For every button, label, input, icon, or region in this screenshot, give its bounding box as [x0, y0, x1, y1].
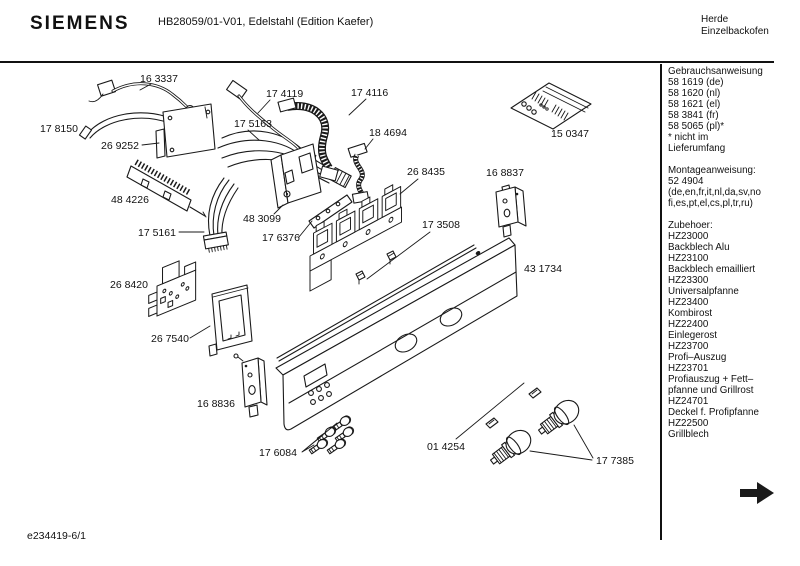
part-173508-clips-drawing: [355, 231, 431, 285]
part-177385-knobs-drawing: [489, 399, 594, 465]
part-168837-bracket-drawing: [495, 184, 527, 238]
part-174116-ribbon-cable-drawing: [277, 97, 367, 182]
part-label-268435: 26 8435: [407, 166, 445, 178]
part-label-269252: 26 9252: [101, 140, 139, 152]
part-label-268420: 26 8420: [110, 279, 148, 291]
part-label-177385: 17 7385: [596, 455, 634, 467]
document-number: e234419-6/1: [27, 530, 86, 542]
header-divider: [0, 61, 774, 63]
part-176084-button-caps-drawing: [301, 415, 355, 455]
part-150347-parts-bag-drawing: [510, 82, 592, 130]
exploded-parts-diagram: 16 3337 17 4119 17 4116 17 8150 17 5163 …: [40, 73, 634, 467]
part-label-267540: 26 7540: [151, 333, 189, 345]
part-483099-module-drawing: [270, 143, 322, 215]
part-label-176376: 17 6376: [262, 232, 300, 244]
part-431734-control-panel-drawing: [275, 237, 518, 431]
sidebar-divider: [660, 64, 662, 540]
part-label-175163: 17 5163: [234, 118, 272, 130]
part-014254-clips-drawing: [455, 382, 542, 440]
part-label-150347: 15 0347: [551, 128, 589, 140]
part-label-184694: 18 4694: [369, 127, 407, 139]
part-label-175161: 17 5161: [138, 227, 176, 239]
part-label-014254: 01 4254: [427, 441, 465, 453]
mounting-list: Montageanweisung: 52 4904 (de,en,fr,it,n…: [668, 165, 761, 209]
part-163337-cable-drawing: [88, 79, 195, 115]
siemens-logo: SIEMENS: [30, 13, 130, 34]
part-268435-switch-assembly-drawing: [309, 178, 419, 292]
part-label-178150: 17 8150: [40, 123, 78, 135]
part-label-173508: 17 3508: [422, 219, 460, 231]
part-label-163337: 16 3337: [140, 73, 178, 85]
part-label-176084: 17 6084: [259, 447, 297, 459]
part-175161-connector-drawing: [178, 177, 239, 253]
part-label-174119: 17 4119: [266, 88, 303, 100]
part-label-174116: 17 4116: [351, 87, 388, 99]
part-484226-terminal-strip-drawing: [126, 159, 207, 218]
part-168836-bracket-drawing: [233, 353, 268, 418]
part-label-168836: 16 8836: [197, 398, 235, 410]
part-label-484226: 48 4226: [111, 194, 149, 206]
next-page-arrow-icon: [740, 482, 774, 504]
part-label-168837: 16 8837: [486, 167, 524, 179]
model-title: HB28059/01-V01, Edelstahl (Edition Kaefe…: [158, 16, 374, 28]
part-269252-board-drawing: [141, 103, 216, 159]
accessories-list: Zubehoer: HZ23000 Backblech Alu HZ23100 …: [668, 220, 759, 440]
part-label-431734: 43 1734: [524, 263, 562, 275]
part-label-483099: 48 3099: [243, 213, 281, 225]
category-label: Herde Einzelbackofen: [701, 14, 769, 37]
part-184694-ribbon-drawing: [347, 138, 374, 204]
instructions-list: Gebrauchsanweisung 58 1619 (de) 58 1620 …: [668, 66, 763, 154]
part-268420-switch-drawing: [148, 260, 197, 318]
info-sidebar: Gebrauchsanweisung 58 1619 (de) 58 1620 …: [668, 66, 790, 451]
part-176376-strip-drawing: [298, 194, 353, 238]
part-267540-frame-drawing: [189, 284, 253, 357]
